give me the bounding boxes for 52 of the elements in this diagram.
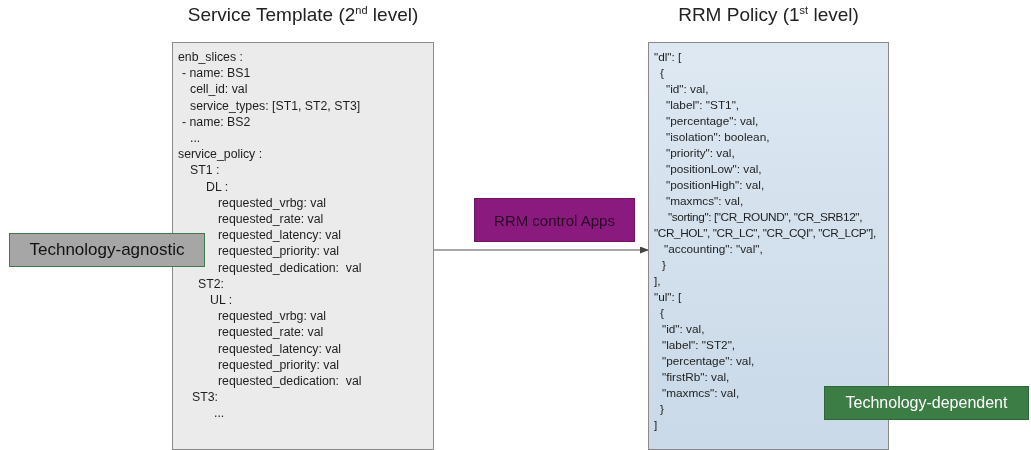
code-line: ...: [190, 130, 201, 147]
code-line: enb_slices :: [178, 49, 243, 66]
code-line: "maxmcs": val,: [662, 385, 740, 401]
category-tag: Technology-dependent: [824, 386, 1029, 420]
code-line: - name: BS2: [182, 113, 251, 130]
code-line: "firstRb": val,: [662, 369, 730, 385]
code-line: requested_vrbg: val: [218, 308, 326, 325]
code-line: "positionLow": val,: [666, 161, 762, 177]
code-line: requested_rate: val: [218, 324, 324, 341]
code-line: "ul": [: [654, 289, 682, 305]
code-line: requested_priority: val: [218, 243, 339, 260]
code-line: cell_id: val: [190, 81, 248, 98]
code-line: "maxmcs": val,: [666, 193, 744, 209]
code-line: ]: [654, 417, 658, 433]
code-line: {: [660, 305, 664, 321]
code-line: UL :: [210, 292, 233, 309]
code-line: requested_latency: val: [218, 340, 342, 357]
code-line: "positionHigh": val,: [666, 177, 765, 193]
panel-title: RRM Policy (1$^{st}$ level): [677, 4, 860, 27]
code-line: "sorting": ["CR_ROUND", "CR_SRB12", "CR_HOL", "CR_LC", "CR_CQI", "CR_LCP"],: [654, 209, 877, 241]
code-line: "dl": [: [654, 49, 682, 65]
code-line: requested_latency: val: [218, 227, 342, 244]
code-line: "label": "ST1",: [666, 97, 740, 113]
code-line: }: [660, 401, 664, 417]
code-line: - name: BS1: [182, 65, 251, 82]
code-line: "percentage": val,: [662, 353, 755, 369]
code-line: requested_dedication: val: [218, 259, 362, 276]
code-line: "id": val,: [666, 81, 709, 97]
code-line: requested_vrbg: val: [218, 194, 326, 212]
code-line: }: [662, 257, 666, 273]
code-line: {: [660, 65, 664, 81]
code-line: "label": "ST2",: [662, 337, 736, 353]
code-line: "accounting": "val",: [664, 241, 763, 257]
category-tag: Technology-agnostic: [9, 233, 205, 267]
code-line: "priority": val,: [666, 145, 735, 161]
code-line: ST3:: [192, 389, 218, 406]
code-line: requested_priority: val: [218, 356, 339, 374]
code-line: ST2:: [198, 275, 224, 293]
code-line: ],: [654, 273, 661, 289]
code-line: DL :: [206, 178, 229, 195]
code-line: service_types: [ST1, ST2, ST3]: [190, 97, 361, 114]
arrow: [433, 246, 649, 254]
code-line: "id": val,: [662, 321, 705, 337]
code-line: ...: [214, 405, 225, 422]
code-line: service_policy :: [178, 146, 263, 163]
code-line: requested_dedication: val: [218, 373, 362, 390]
process-box: RRM control Apps: [474, 198, 635, 242]
code-line: "isolation": boolean,: [666, 129, 770, 145]
code-line: "percentage": val,: [666, 113, 759, 129]
panel-title: Service Template (2$^{nd}$ level): [186, 4, 420, 27]
code-line: ST1 :: [190, 162, 220, 179]
code-line: requested_rate: val: [218, 211, 324, 228]
